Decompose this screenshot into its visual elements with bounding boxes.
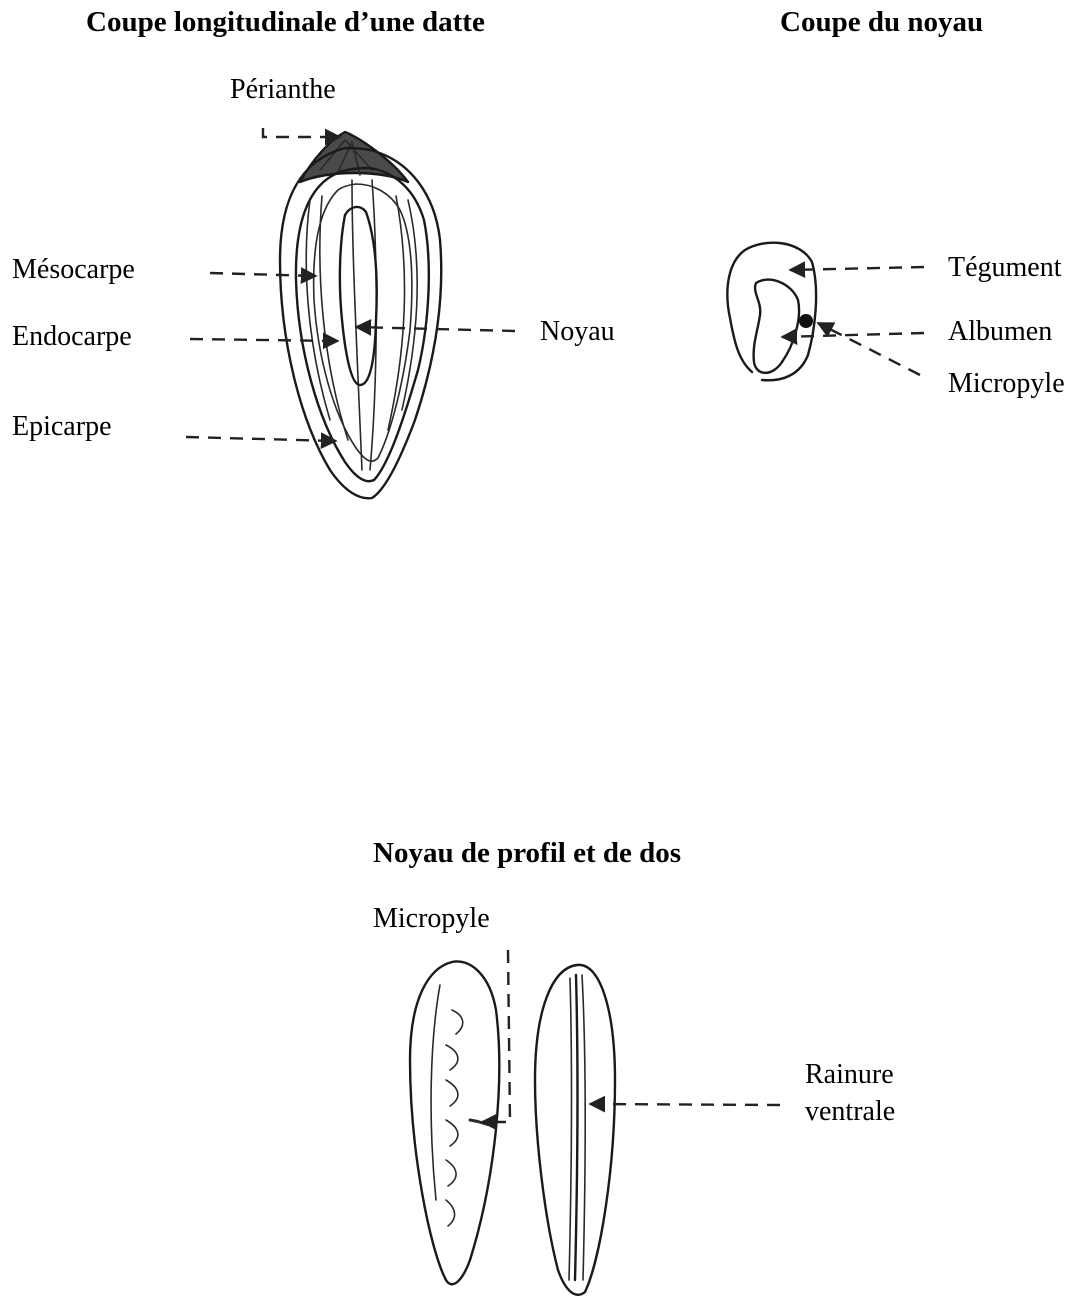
label-albumen: Albumen xyxy=(948,318,1052,346)
seed-profile-drawing xyxy=(410,961,499,1284)
date-drawing xyxy=(280,132,441,498)
label-perianthe: Périanthe xyxy=(230,76,336,104)
date-section-title: Coupe longitudinale d’une datte xyxy=(86,8,485,37)
date-pointers xyxy=(186,128,515,441)
label-rainure-line2: ventrale xyxy=(805,1098,895,1126)
seed-section-drawing xyxy=(727,243,816,381)
label-noyau: Noyau xyxy=(540,318,615,346)
seed-back-drawing xyxy=(535,965,615,1295)
label-micropyle-views: Micropyle xyxy=(373,905,490,933)
label-tegument: Tégument xyxy=(948,254,1062,282)
seed-views-pointers xyxy=(482,950,780,1122)
seed-section-title: Coupe du noyau xyxy=(780,8,983,37)
label-endocarpe: Endocarpe xyxy=(12,323,132,351)
label-epicarpe: Epicarpe xyxy=(12,413,112,441)
seed-views-title: Noyau de profil et de dos xyxy=(373,839,681,868)
label-micropyle-section: Micropyle xyxy=(948,370,1065,398)
label-mesocarpe: Mésocarpe xyxy=(12,256,135,284)
label-rainure-line1: Rainure xyxy=(805,1061,894,1089)
